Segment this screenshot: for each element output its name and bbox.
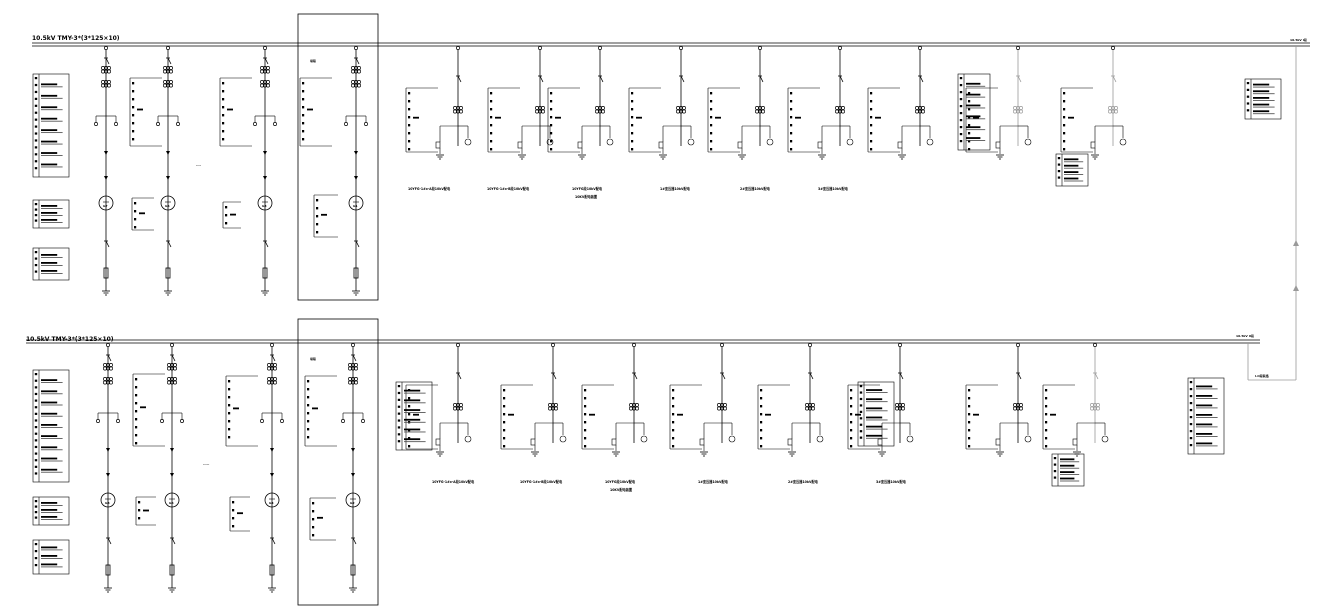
- s2-feeder-bay-4: [669, 343, 736, 457]
- s1-info-box-right-b: [1055, 153, 1089, 187]
- s2-feeder-bay-8: [1042, 343, 1109, 457]
- s1-cabinet-b: [219, 77, 252, 147]
- motor-label: G1: [353, 204, 358, 208]
- s2-info-box-3: [32, 539, 70, 575]
- s2-coupler-label: 母联: [310, 356, 317, 361]
- s1-info-box-2: [32, 199, 70, 229]
- bus1-right-label: 10.5kV I段: [1290, 37, 1307, 42]
- motor-dots-2: -----: [203, 462, 210, 466]
- motor-label: G8: [105, 501, 110, 505]
- s2-cabinet-e: [229, 496, 250, 532]
- s2-feeder-bay-7: [965, 343, 1032, 457]
- s2-info-box-right-c: [1051, 453, 1085, 487]
- s1-feeder-caption-1: 10YFG-1#x-A段10kV配电: [408, 186, 451, 191]
- s2-feeder-bay-2: [500, 343, 567, 457]
- bus2-highlight-frame: [297, 318, 379, 606]
- s2-cabinet-a: [132, 373, 165, 447]
- s1-feeder-bay-1: [405, 46, 472, 160]
- s1-feeder-caption-6: 3#变压器10kV配电: [818, 186, 849, 191]
- motor-label: G5: [165, 204, 170, 208]
- s2-feeder-caption-1: 10YFG-1#x-A段10kV配电: [432, 479, 475, 484]
- s1-cabinet-d: [131, 197, 154, 231]
- s2-generator-bay-4: G2: [341, 343, 365, 593]
- s1-feeder-caption-4: 1#变压器10kV配电: [660, 186, 691, 191]
- s1-generator-bay-1: G7: [94, 46, 118, 296]
- s1-feeder-bay-2: [487, 46, 554, 160]
- motor-label: G6: [169, 501, 174, 505]
- motor-label: G2: [350, 501, 355, 505]
- s1-generator-bay-4: G1: [344, 46, 368, 296]
- s2-info-box-main: [32, 369, 70, 483]
- s2-feeder-caption-6: 3#变压器10kV配电: [876, 479, 907, 484]
- bus1-label: 10.5kV TMY-3*(3*125×10): [32, 35, 120, 42]
- s2-feeder-caption-3b: 10KV配电装置: [610, 487, 633, 492]
- s1-info-box-main: [32, 73, 70, 178]
- s1-feeder-bay-3: [547, 46, 614, 160]
- s2-feeder-bay-3: [581, 343, 648, 457]
- s1-feeder-bay-4: [628, 46, 695, 160]
- tie-connection: I-II段联络: [1247, 46, 1299, 381]
- s1-feeder-bay-9: [1060, 46, 1127, 160]
- s1-feeder-caption-5: 2#变压器10kV配电: [740, 186, 771, 191]
- s1-feeder-bay-5: [707, 46, 774, 160]
- motor-label: G7: [103, 204, 108, 208]
- s2-cabinet-c: [304, 375, 337, 447]
- bus1-bar: [32, 42, 1310, 47]
- s2-cabinet-d: [135, 496, 156, 526]
- s2-feeder-bay-5: [757, 343, 824, 457]
- motor-dots-1: ----: [196, 163, 202, 167]
- s1-feeder-caption-3b: 10KV配电装置: [575, 194, 598, 199]
- s2-feeder-caption-5: 2#变压器10kV配电: [788, 479, 819, 484]
- bus2-right-label: 10.5kV II段: [1236, 333, 1254, 338]
- s2-generator-bay-1: G8: [96, 343, 120, 593]
- s1-info-box-right-c: [1244, 78, 1282, 120]
- s2-info-box-right-a: [395, 381, 433, 451]
- s2-info-box-right-d: [1187, 377, 1225, 455]
- s1-feeder-bay-7: [867, 46, 934, 160]
- s1-feeder-bay-6: [787, 46, 854, 160]
- s1-cabinet-e: [222, 201, 241, 229]
- s2-cabinet-b: [225, 375, 258, 447]
- s1-generator-bay-3: G3: [253, 46, 277, 296]
- s2-info-box-right-b: [857, 381, 895, 447]
- motor-label: G3: [262, 204, 267, 208]
- s1-cabinet-f: [313, 194, 338, 238]
- s1-feeder-bay-8: [965, 46, 1032, 160]
- s1-info-box-right-a: [957, 73, 991, 151]
- s1-info-box-3: [32, 247, 70, 281]
- bus1-highlight-frame: [297, 13, 379, 301]
- s2-cabinet-f: [309, 497, 336, 541]
- s2-info-box-2: [32, 496, 70, 526]
- s1-cabinet-a: [129, 77, 162, 147]
- s1-feeder-caption-2: 10YFG-1#x-B段10kV配电: [487, 186, 530, 191]
- s1-coupler-label: 母联: [310, 58, 317, 63]
- s1-feeder-caption-3: 10YFG段10kV配电: [572, 186, 603, 191]
- s2-feeder-caption-2: 10YFG-1#x-B段10kV配电: [520, 479, 563, 484]
- s1-cabinet-c: [299, 77, 332, 147]
- motor-label: G4: [269, 501, 274, 505]
- bus2-bar: [26, 339, 1260, 344]
- s2-generator-bay-3: G4: [260, 343, 284, 593]
- tie-label: I-II段联络: [1255, 373, 1269, 378]
- s2-feeder-caption-3: 10YFG段10kV配电: [605, 479, 636, 484]
- s2-generator-bay-2: G6: [160, 343, 184, 593]
- s1-generator-bay-2: G5: [156, 46, 180, 296]
- s2-feeder-caption-4: 1#变压器10kV配电: [698, 479, 729, 484]
- bus2-label: 10.5kV TMY-3*(3*125×10): [26, 336, 114, 343]
